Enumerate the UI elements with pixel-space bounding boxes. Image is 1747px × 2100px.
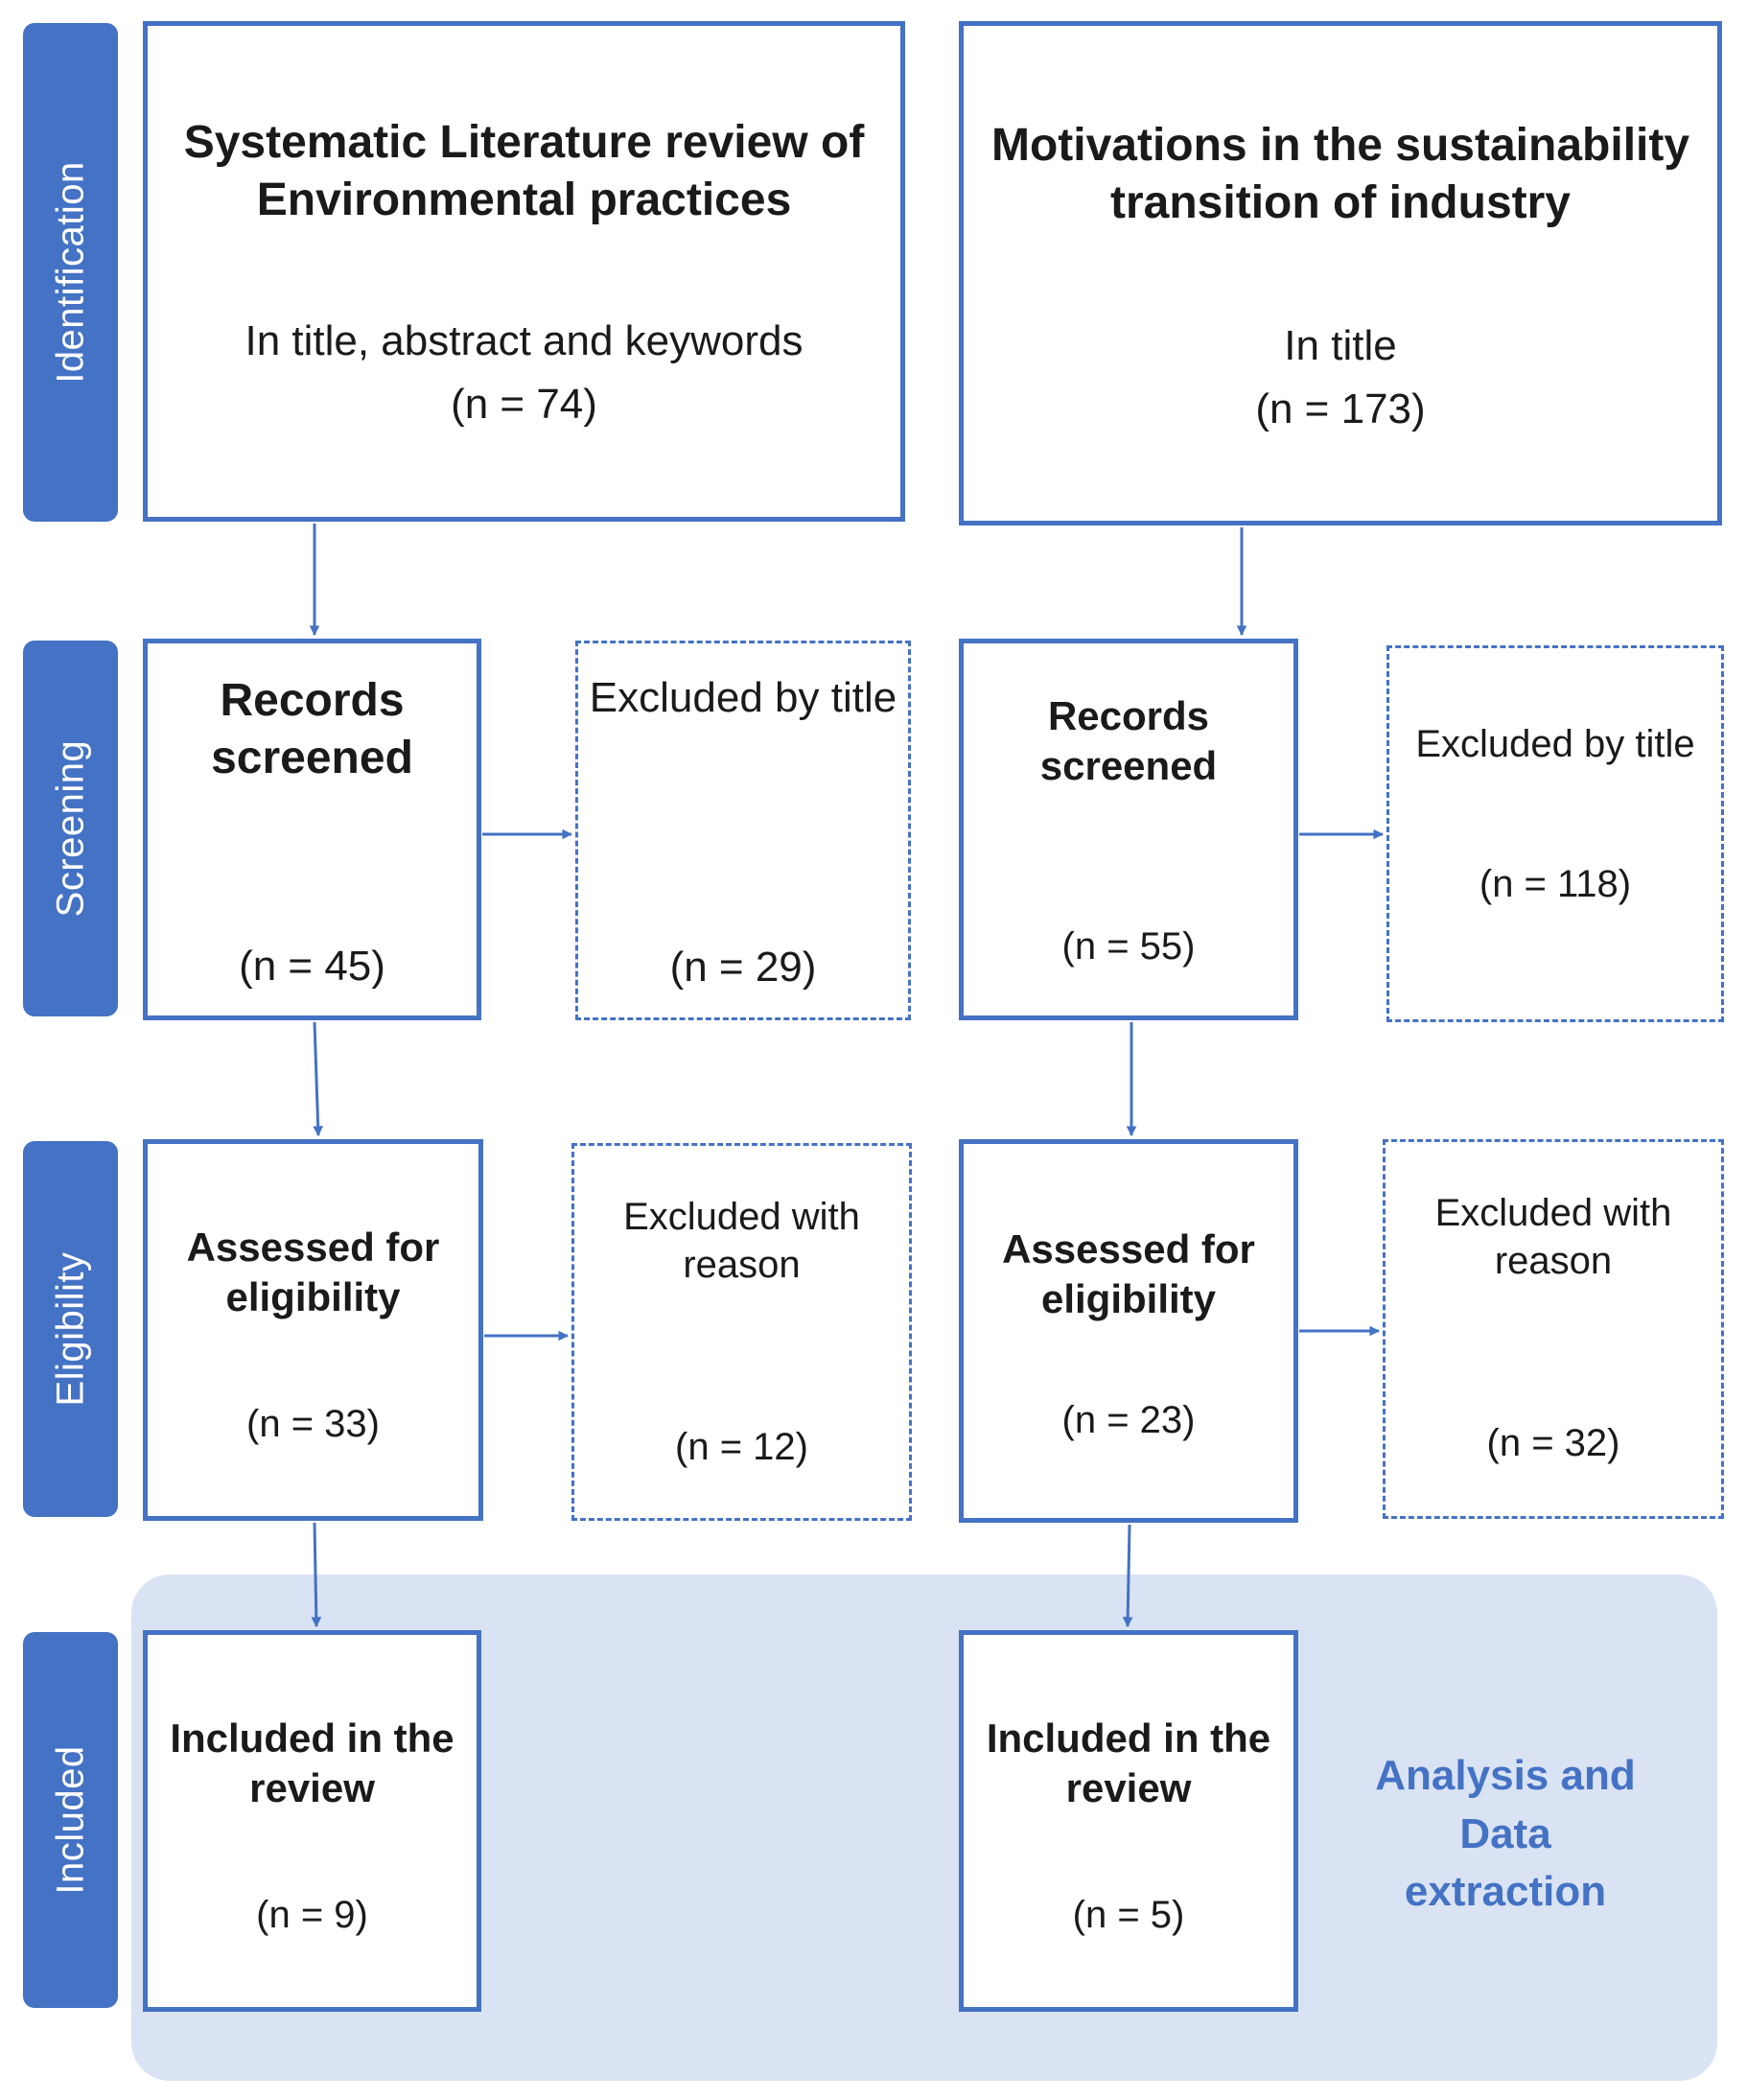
left-identification-title: Systematic Literature review of Environm… (183, 117, 865, 225)
left-eligibility-box: Assessed for eligibility (n = 33) (143, 1139, 483, 1521)
right-eligibility-box: Assessed for eligibility (n = 23) (959, 1139, 1298, 1523)
left-included-box: Included in the review (n = 9) (143, 1630, 481, 2012)
right-screened-title: Records screened (1039, 693, 1218, 789)
right-identification-scope: In title (1284, 322, 1397, 369)
arrow-left-screen-to-elig (313, 1021, 324, 1137)
left-included-title: Included in the review (170, 1715, 454, 1811)
right-included-box: Included in the review (n = 5) (959, 1630, 1298, 2012)
right-screened-count: (n = 55) (1061, 925, 1196, 968)
left-identification-count: (n = 74) (451, 381, 597, 428)
left-screened-box: Records screened (n = 45) (143, 639, 481, 1020)
right-identification-box: Motivations in the sustainability transi… (959, 21, 1722, 525)
right-included-title: Included in the review (986, 1715, 1271, 1811)
right-excluded-title-box: Excluded by title (n = 118) (1386, 645, 1724, 1022)
left-screened-count: (n = 45) (239, 943, 385, 990)
right-included-count: (n = 5) (1072, 1894, 1185, 1936)
left-included-count: (n = 9) (256, 1894, 368, 1936)
right-excluded-title-count: (n = 118) (1479, 863, 1632, 905)
arrow-left-elig-to-incl (311, 1522, 322, 1628)
right-excluded-reason-box: Excluded with reason (n = 32) (1383, 1139, 1724, 1519)
left-screened-title: Records screened (211, 675, 413, 783)
left-excluded-reason-count: (n = 12) (675, 1426, 808, 1468)
right-screened-box: Records screened (n = 55) (959, 639, 1298, 1020)
analysis-data-extraction-label: Analysis and Data extraction (1375, 1752, 1636, 1916)
left-eligibility-title: Assessed for eligibility (186, 1225, 440, 1320)
stage-identification: Identification (23, 23, 118, 522)
left-excluded-title-box: Excluded by title (n = 29) (575, 641, 911, 1020)
right-identification-count: (n = 173) (1255, 385, 1426, 432)
right-excluded-reason-count: (n = 32) (1486, 1422, 1620, 1464)
stage-eligibility: Eligibility (23, 1141, 118, 1517)
left-excluded-reason-label: Excluded with reason (623, 1196, 860, 1286)
left-eligibility-count: (n = 33) (246, 1403, 380, 1445)
stage-screening: Screening (23, 641, 118, 1016)
right-excluded-title-label: Excluded by title (1415, 723, 1695, 765)
left-excluded-title-count: (n = 29) (669, 944, 817, 991)
right-eligibility-title: Assessed for eligibility (1002, 1226, 1255, 1322)
left-excluded-title-label: Excluded by title (589, 674, 897, 721)
left-identification-box: Systematic Literature review of Environm… (143, 21, 905, 522)
left-identification-scope: In title, abstract and keywords (245, 317, 804, 364)
arrow-right-elig-to-incl (1122, 1524, 1133, 1628)
right-identification-title: Motivations in the sustainability transi… (990, 120, 1690, 228)
stage-included: Included (23, 1632, 118, 2008)
left-excluded-reason-box: Excluded with reason (n = 12) (571, 1143, 912, 1521)
right-excluded-reason-label: Excluded with reason (1434, 1192, 1672, 1282)
right-eligibility-count: (n = 23) (1061, 1399, 1196, 1441)
